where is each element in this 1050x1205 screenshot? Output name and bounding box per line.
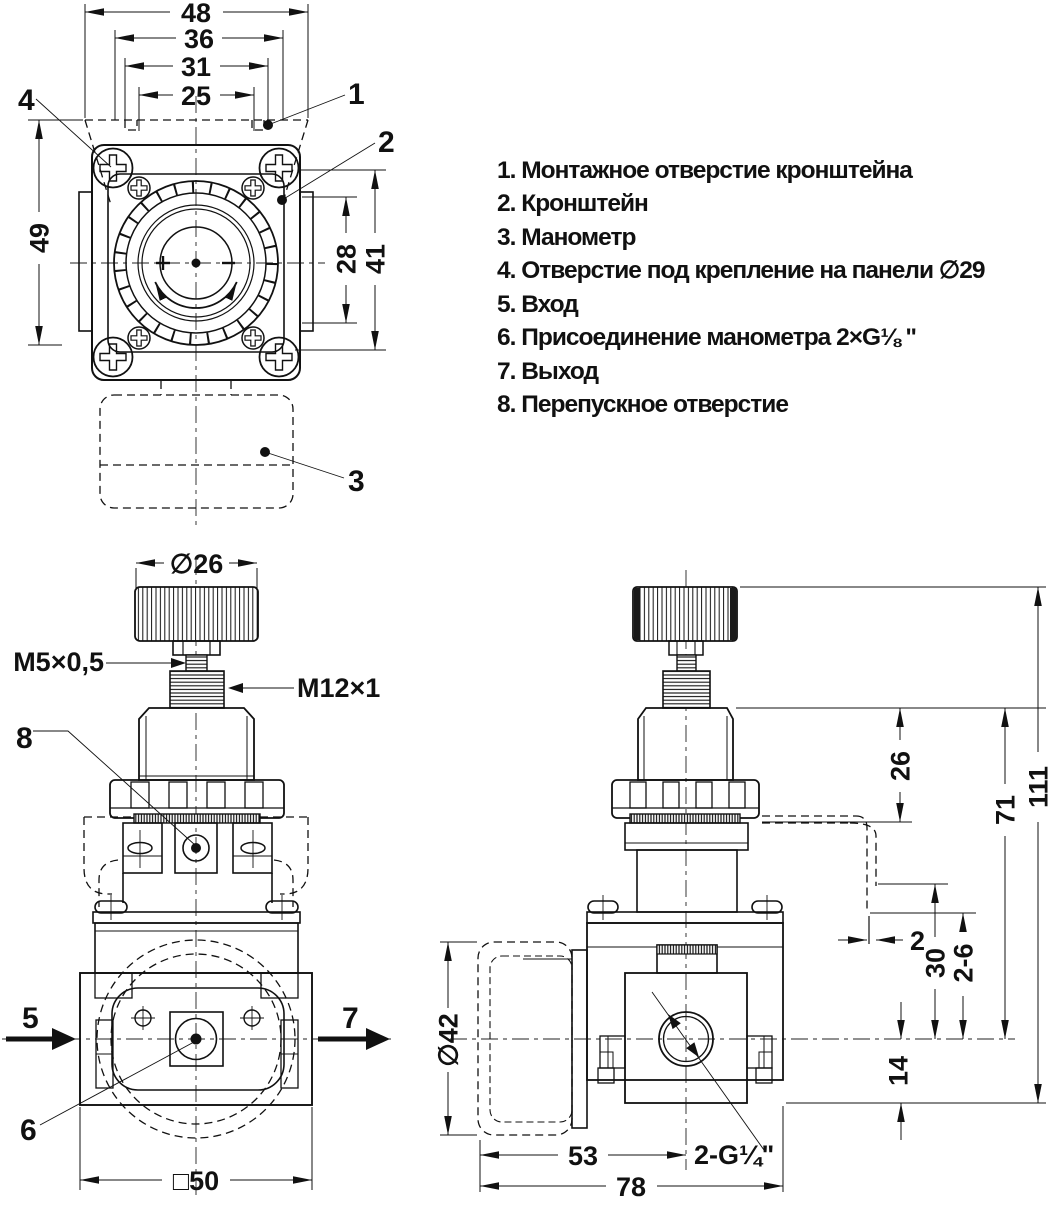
dim-41: 41 bbox=[360, 244, 390, 274]
callout-6: 6 bbox=[20, 1114, 37, 1147]
legend-item-5: 5. Вход bbox=[497, 291, 579, 318]
dim-14: 14 bbox=[883, 1056, 913, 1086]
legend-item-6: 6. Присоединение манометра 2×G⅛ " bbox=[497, 324, 916, 351]
dim-dia42: ∅42 bbox=[433, 1013, 463, 1067]
dim-sq50: □50 bbox=[173, 1166, 219, 1196]
label-port-thread: 2-G¼" bbox=[694, 1140, 774, 1170]
legend-item-7: 7. Выход bbox=[497, 358, 600, 385]
callout-8: 8 bbox=[16, 722, 33, 755]
dim-25: 25 bbox=[181, 81, 211, 111]
label-m5: M5×0,5 bbox=[13, 647, 104, 677]
label-m12: M12×1 bbox=[297, 673, 380, 703]
dim-111: 111 bbox=[1023, 766, 1050, 808]
legend-item-1: 1. Монтажное отверстие кронштейна bbox=[497, 157, 913, 184]
legend-item-8: 8. Перепускное отверстие bbox=[497, 391, 788, 418]
dim-49: 49 bbox=[24, 223, 54, 253]
callout-2: 2 bbox=[378, 126, 395, 159]
legend-item-4: 4. Отверстие под крепление на панели ∅29 bbox=[497, 257, 985, 284]
dim-2: 2 bbox=[910, 926, 925, 956]
callout-4: 4 bbox=[18, 84, 35, 117]
flow-in-label: 5 bbox=[22, 1002, 39, 1035]
dim-36: 36 bbox=[184, 24, 214, 54]
dim-dia26: ∅26 bbox=[170, 549, 224, 579]
dim-28: 28 bbox=[331, 244, 361, 274]
legend: 1. Монтажное отверстие кронштейна 2. Кро… bbox=[497, 157, 986, 418]
dim-48: 48 bbox=[181, 0, 211, 28]
dim-31: 31 bbox=[181, 52, 211, 82]
callout-1: 1 bbox=[348, 78, 365, 111]
dim-78: 78 bbox=[616, 1172, 646, 1200]
top-view: 48 36 31 25 49 28 41 4 1 2 3 bbox=[18, 0, 395, 530]
dim-30: 30 bbox=[920, 948, 950, 978]
dim-53: 53 bbox=[568, 1141, 598, 1171]
dim-26: 26 bbox=[885, 751, 915, 781]
legend-item-3: 3. Манометр bbox=[497, 224, 635, 251]
flow-out-label: 7 bbox=[342, 1002, 359, 1035]
dim-2-6: 2-6 bbox=[948, 943, 978, 982]
callout-3: 3 bbox=[348, 465, 365, 498]
side-view: 26 71 111 30 2-6 14 2 ∅42 53 78 2-G¼" bbox=[433, 570, 1050, 1202]
legend-item-2: 2. Кронштейн bbox=[497, 190, 648, 217]
dim-71: 71 bbox=[990, 795, 1020, 825]
front-view: ∅26 5 bbox=[2, 549, 392, 1196]
